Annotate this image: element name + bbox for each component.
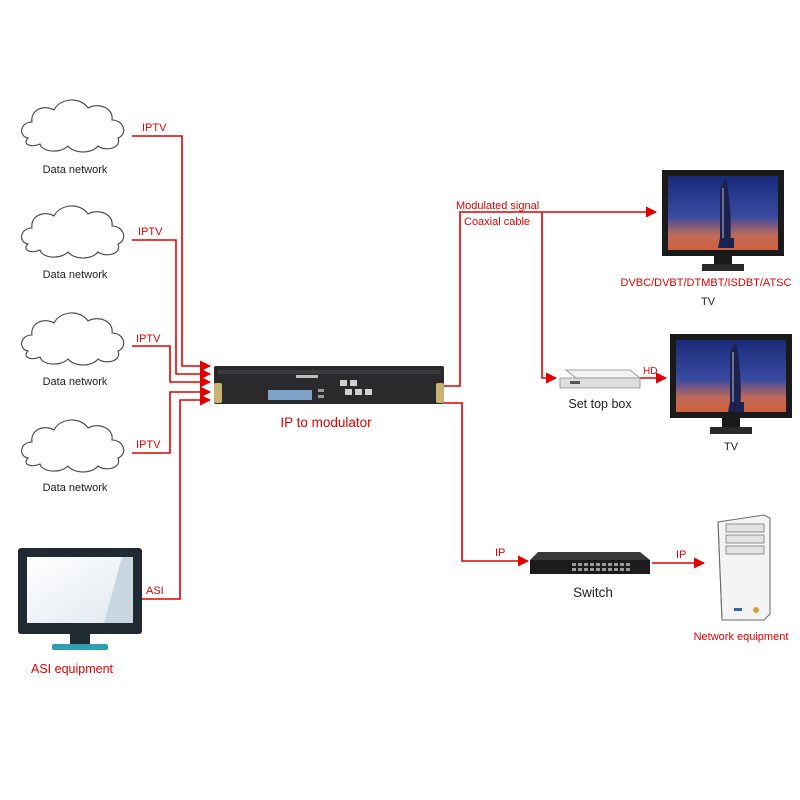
set-top-box-icon — [559, 369, 642, 389]
output-wires — [444, 206, 706, 569]
cloud-3-label: Data network — [43, 376, 108, 388]
cloud-1: Data network — [21, 99, 125, 176]
cloud-1-link-label: IPTV — [142, 122, 167, 134]
tv-middle-label: TV — [724, 441, 739, 453]
coax-line-2: Coaxial cable — [464, 216, 530, 228]
monitor-icon — [18, 548, 142, 650]
switch-label: Switch — [573, 585, 613, 600]
asi-equipment: ASI equipment — [18, 548, 142, 676]
cloud-2-link-label: IPTV — [138, 226, 163, 238]
network-equipment: Network equipment — [694, 514, 789, 643]
modulator-device: IP to modulator — [214, 366, 444, 430]
cloud-1-label: Data network — [43, 164, 108, 176]
cloud-icon — [21, 312, 125, 366]
tv-middle: TV — [670, 334, 792, 453]
cloud-2: Data network — [21, 205, 125, 281]
hd-link-label: HD — [643, 366, 657, 377]
server-tower-icon — [717, 514, 771, 621]
cloud-icon — [21, 419, 125, 473]
switch-in-label: IP — [495, 547, 505, 559]
switch-out-label: IP — [676, 549, 686, 561]
set-top-box: Set top box HD — [559, 366, 657, 411]
tv-icon — [662, 170, 784, 271]
cloud-icon — [21, 205, 125, 259]
asi-equipment-label: ASI equipment — [31, 662, 114, 676]
network-equipment-label: Network equipment — [694, 631, 789, 643]
modulator-label: IP to modulator — [280, 415, 372, 430]
switch: Switch IP IP — [495, 547, 686, 600]
asi-link-label: ASI — [146, 585, 164, 597]
tv-top-label: TV — [701, 296, 716, 308]
cloud-icon — [21, 99, 125, 153]
tv-top: DVBC/DVBT/DTMBT/ISDBT/ATSC TV — [621, 170, 792, 308]
set-top-box-label: Set top box — [568, 397, 632, 411]
cloud-4-label: Data network — [43, 482, 108, 494]
cloud-3: Data network — [21, 312, 125, 388]
cloud-2-label: Data network — [43, 269, 108, 281]
coax-line-1: Modulated signal — [456, 200, 539, 212]
cloud-4-link-label: IPTV — [136, 439, 161, 451]
cloud-4: Data network — [21, 419, 125, 494]
switch-icon — [530, 552, 650, 574]
cloud-3-link-label: IPTV — [136, 333, 161, 345]
tv-standards-label: DVBC/DVBT/DTMBT/ISDBT/ATSC — [621, 277, 792, 289]
source-wires: IPTV IPTV IPTV IPTV ASI — [132, 122, 212, 600]
tv-icon — [670, 334, 792, 434]
